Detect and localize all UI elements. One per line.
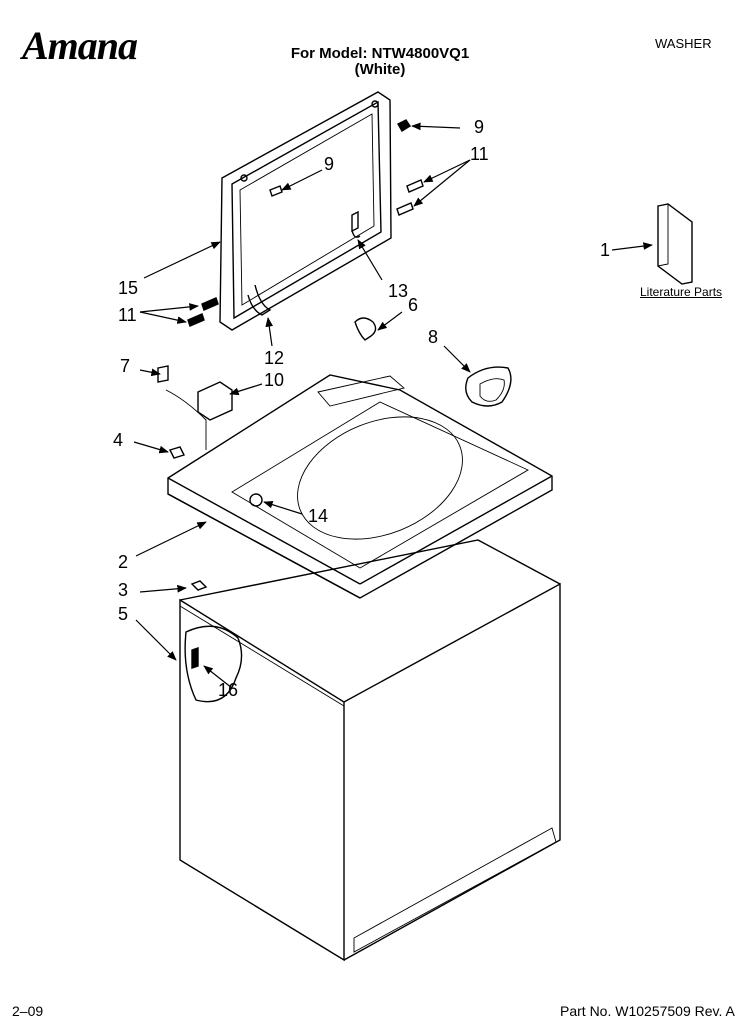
callout-9-right: 9 bbox=[474, 117, 485, 137]
callout-9-lid: 9 bbox=[324, 154, 335, 174]
screw-9 bbox=[397, 119, 411, 132]
lid-screw bbox=[371, 100, 379, 108]
screws-11-left bbox=[187, 297, 219, 327]
callout-13: 13 bbox=[388, 281, 409, 301]
lid-screw bbox=[240, 174, 248, 182]
callout-12: 12 bbox=[264, 348, 285, 368]
footer-part-number: Part No. W10257509 Rev. A bbox=[560, 1003, 735, 1019]
callout-11-left: 11 bbox=[118, 305, 137, 325]
clip-3 bbox=[190, 580, 208, 591]
top-panel bbox=[167, 374, 553, 599]
callout-1: 1 bbox=[600, 240, 611, 260]
model-title-line2: (White) bbox=[354, 61, 406, 78]
callout-11-right: 11 bbox=[470, 144, 489, 164]
cabinet bbox=[179, 539, 561, 962]
lid bbox=[219, 91, 392, 331]
screw-9-upper bbox=[269, 185, 283, 197]
screws-11-right bbox=[396, 179, 424, 216]
literature-book bbox=[657, 203, 693, 285]
brand-logo: Amana bbox=[22, 23, 138, 68]
leader-lines bbox=[133, 122, 653, 689]
callout-14: 14 bbox=[308, 506, 329, 526]
clip-6 bbox=[354, 317, 377, 341]
screw-16 bbox=[191, 647, 199, 669]
callout-8: 8 bbox=[428, 327, 439, 347]
callout-5: 5 bbox=[118, 604, 129, 624]
model-title-line1: For Model: NTW4800VQ1 bbox=[290, 45, 470, 62]
footer-date: 2–09 bbox=[12, 1003, 44, 1019]
model-title: For Model: NTW4800VQ1 (White) bbox=[250, 46, 510, 78]
callout-16: 16 bbox=[218, 680, 239, 700]
cutaway-16 bbox=[184, 625, 243, 703]
callout-6: 6 bbox=[408, 295, 419, 315]
callout-7: 7 bbox=[120, 356, 131, 376]
hinge-13 bbox=[351, 210, 361, 238]
callout-4: 4 bbox=[113, 430, 124, 450]
hinge-12 bbox=[247, 284, 272, 316]
lid-switch-10 bbox=[197, 381, 233, 421]
clip-4 bbox=[169, 446, 185, 459]
part-14 bbox=[249, 493, 263, 507]
callout-15: 15 bbox=[118, 278, 139, 298]
dispenser-8 bbox=[465, 366, 512, 407]
screw-7 bbox=[157, 365, 169, 383]
category-label: WASHER bbox=[655, 36, 712, 51]
callout-2: 2 bbox=[118, 552, 129, 572]
callout-10: 10 bbox=[264, 370, 285, 390]
literature-parts-label: Literature Parts bbox=[640, 285, 723, 299]
callout-3: 3 bbox=[118, 580, 129, 600]
